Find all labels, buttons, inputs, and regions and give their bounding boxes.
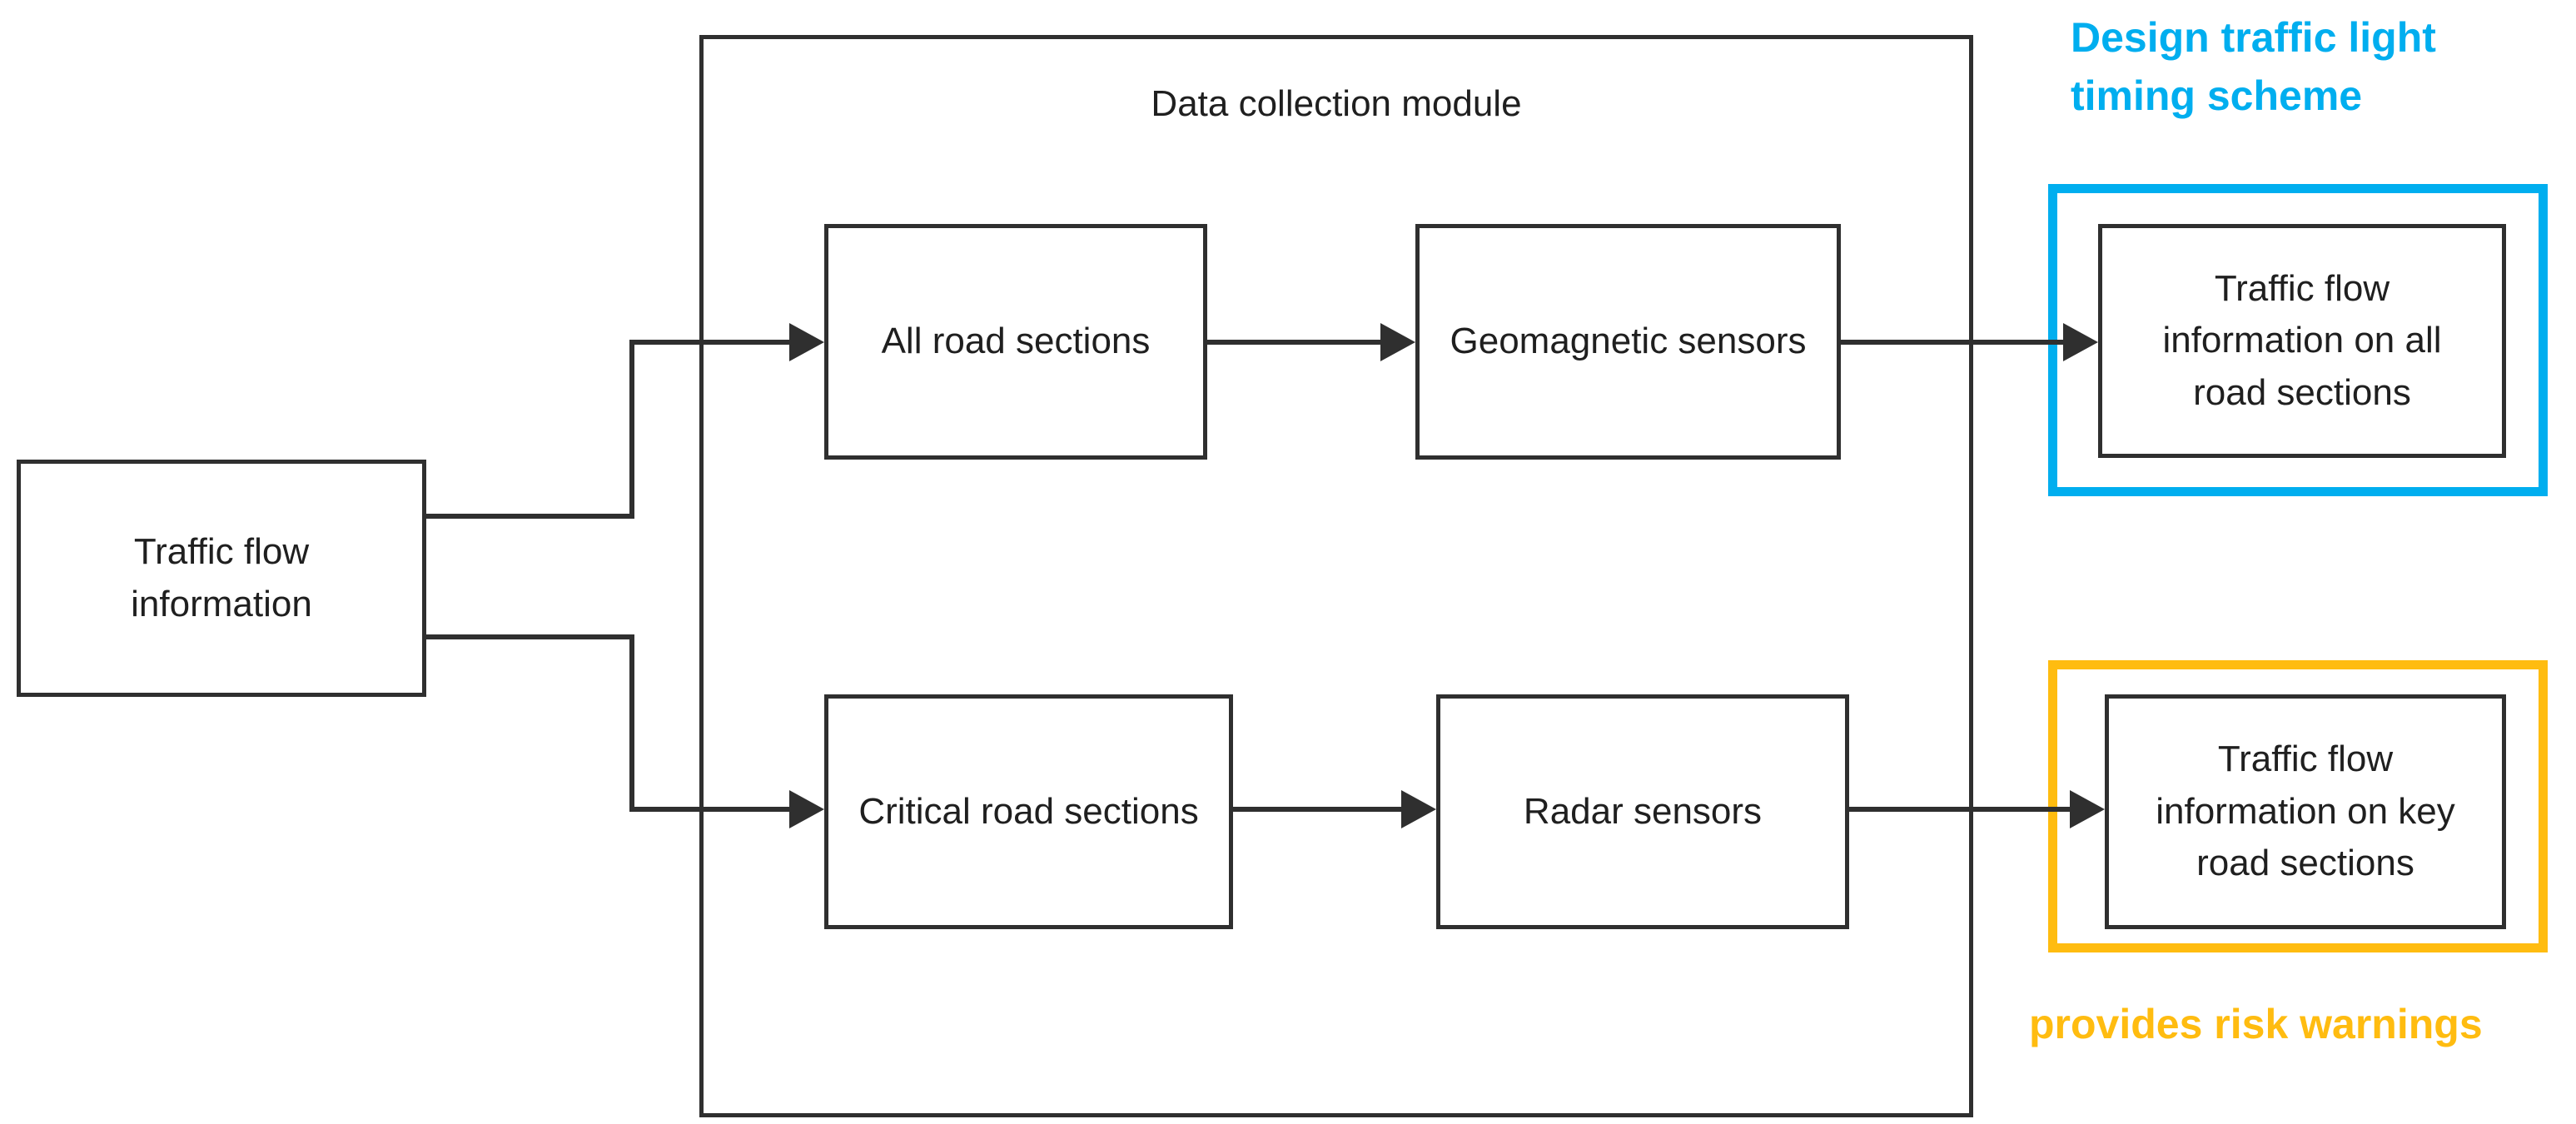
connector-critical-to-radar [1233,807,1405,812]
data-collection-module-title: Data collection module [1151,83,1522,124]
arrowhead-to-output-all-icon [2063,323,2098,361]
data-collection-module-container [699,35,1973,1117]
connector-branch-down [629,634,634,812]
highlight-frame-orange [2048,660,2548,952]
connector-source-upper-exit [426,514,634,519]
node-radar-sensors: Radar sensors [1436,694,1849,929]
node-traffic-flow-key-road-sections: Traffic flow information on key road sec… [2105,694,2506,929]
connector-to-critical-road-sections [629,807,793,812]
arrowhead-to-geomagnetic-sensors-icon [1380,323,1415,361]
connector-radar-to-output-key [1849,807,2072,812]
annotation-design-traffic-light-timing-scheme: Design traffic light timing scheme [2071,14,2436,119]
node-critical-road-sections: Critical road sections [824,694,1233,929]
source-node-traffic-flow-information: Traffic flow information [17,460,426,697]
arrowhead-to-all-road-sections-icon [789,323,824,361]
node-geomagnetic-sensors: Geomagnetic sensors [1415,224,1841,460]
arrowhead-to-radar-sensors-icon [1401,790,1436,828]
connector-to-all-road-sections [629,340,793,345]
node-all-road-sections: All road sections [824,224,1207,460]
connector-all-roads-to-geomagnetic [1207,340,1384,345]
connector-source-lower-exit [426,634,634,639]
connector-branch-up [629,340,634,519]
arrowhead-to-output-key-icon [2070,790,2105,828]
node-traffic-flow-all-road-sections: Traffic flow information on all road sec… [2098,224,2506,458]
arrowhead-to-critical-road-sections-icon [789,790,824,828]
connector-geomagnetic-to-output-all [1841,340,2066,345]
annotation-provides-risk-warnings: provides risk warnings [2029,1001,2483,1047]
